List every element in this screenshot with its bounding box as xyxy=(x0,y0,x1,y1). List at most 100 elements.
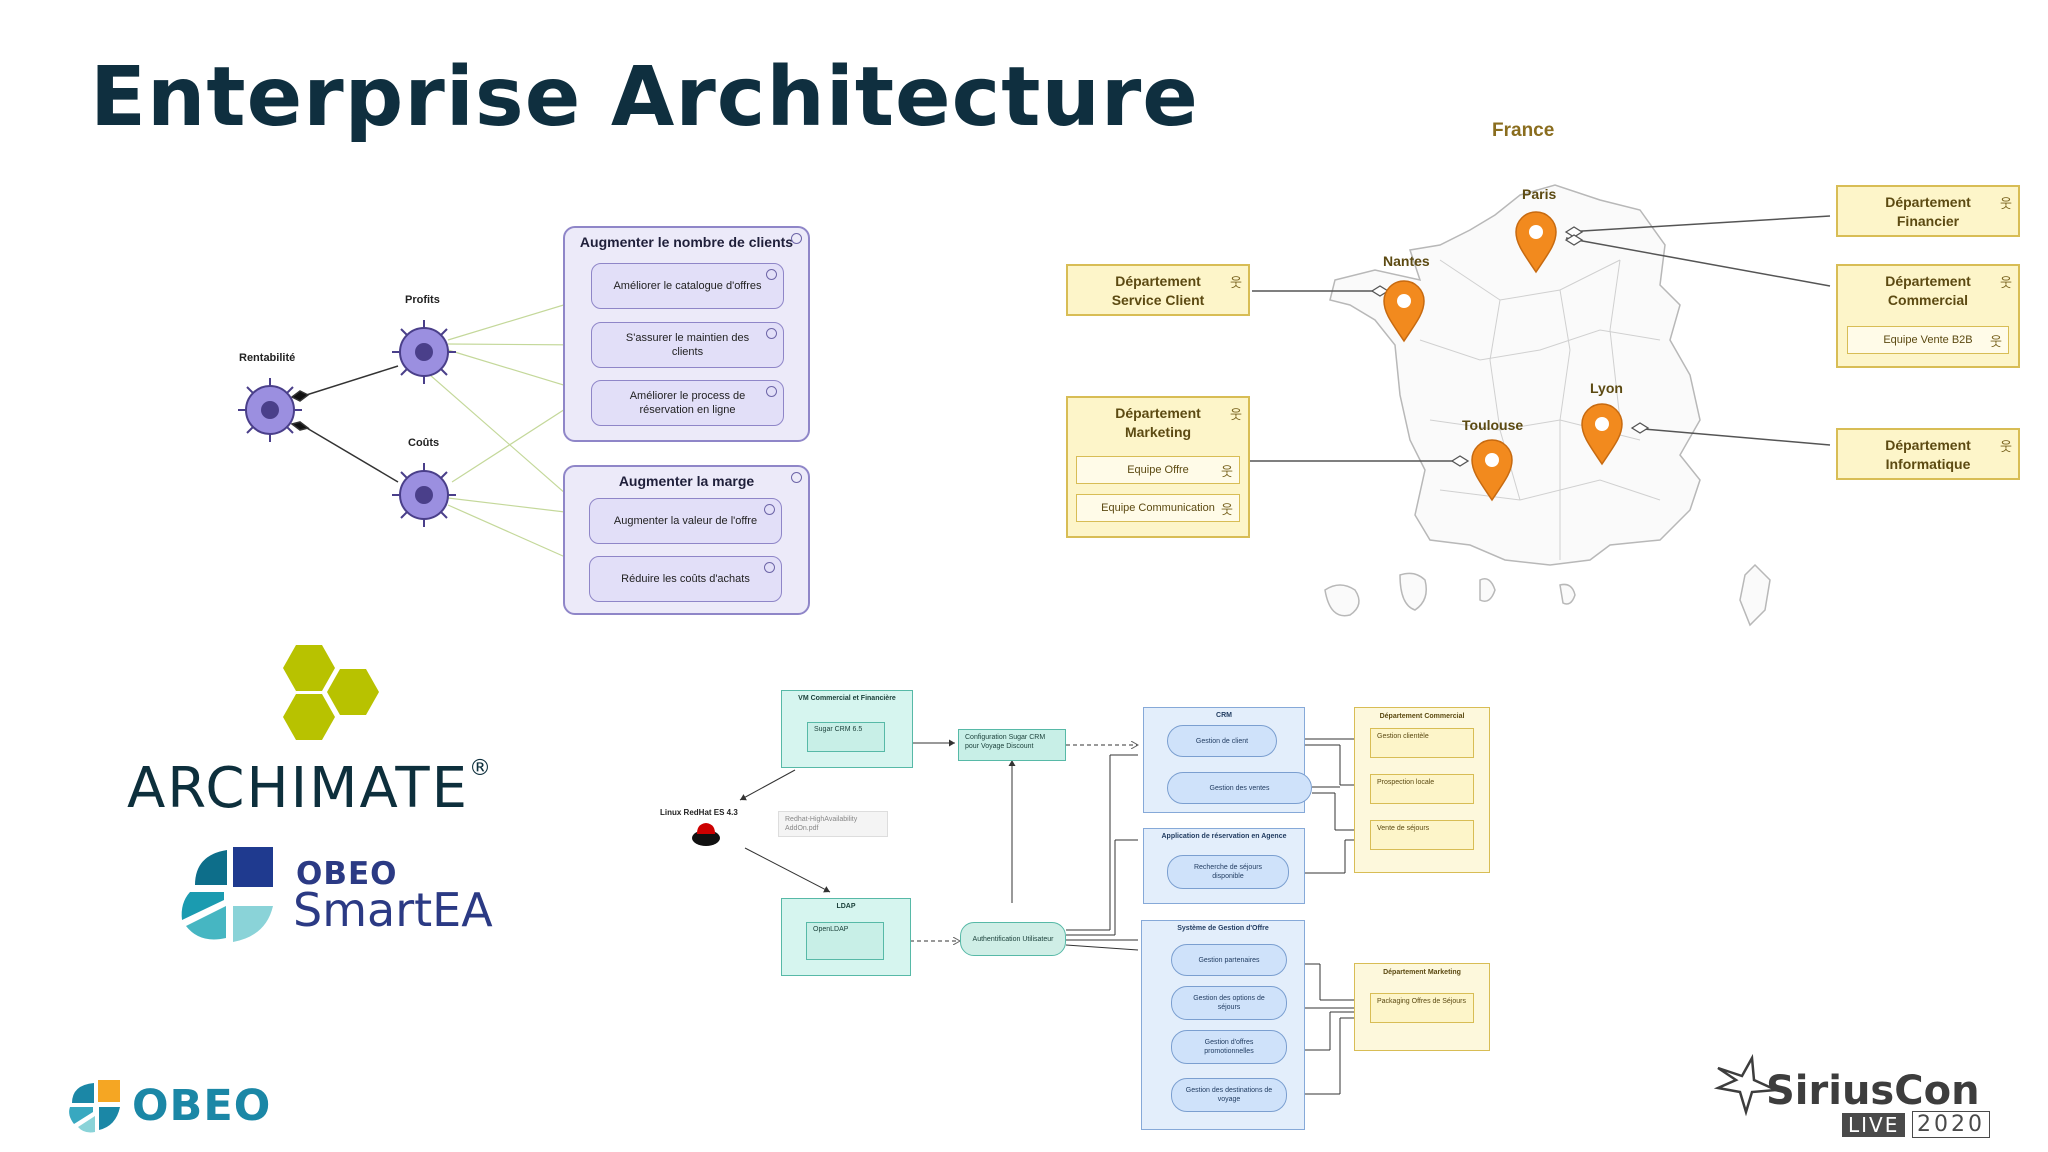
app-service-partenaires-label: Gestion partenaires xyxy=(1198,956,1260,964)
goal-icon xyxy=(764,504,775,515)
business-function-vente-sejours[interactable]: Vente de séjours xyxy=(1370,820,1474,850)
france-map xyxy=(1324,184,1771,627)
business-function-gestion-clientele-label: Gestion clientèle xyxy=(1377,733,1429,740)
goal-maintien[interactable]: S'assurer le maintien des clients xyxy=(591,322,784,368)
artifact-openldap[interactable]: OpenLDAP xyxy=(806,922,884,960)
app-service-promotions[interactable]: Gestion d'offres promotionnelles xyxy=(1171,1030,1287,1064)
team-vente-b2b-label: Equipe Vente B2B xyxy=(1883,334,1973,346)
pin-icon-lyon xyxy=(1581,403,1623,466)
team-vente-b2b[interactable]: Equipe Vente B2B 웃 xyxy=(1847,326,2009,354)
tech-service-auth[interactable]: Authentification Utilisateur xyxy=(960,922,1066,956)
siriuscon-year-badge: 2020 xyxy=(1912,1111,1990,1138)
dept-financier-name: Département Financier xyxy=(1885,194,1971,229)
app-reservation-title: Application de réservation en Agence xyxy=(1161,833,1287,840)
business-function-gestion-clientele[interactable]: Gestion clientèle xyxy=(1370,728,1474,758)
driver-label-rentabilite: Rentabilité xyxy=(239,352,296,364)
pin-icon-toulouse xyxy=(1471,439,1513,502)
obeo-logo-icon xyxy=(69,1080,120,1133)
artifact-redhat-addon[interactable]: Redhat-HighAvailability AddOn.pdf xyxy=(778,811,888,837)
dashed-connectors xyxy=(910,745,1138,941)
artifact-redhat-addon-label: Redhat-HighAvailability AddOn.pdf xyxy=(785,816,858,832)
city-label-paris: Paris xyxy=(1522,186,1557,202)
business-dept-commercial-title: Département Commercial xyxy=(1379,713,1465,720)
app-service-recherche[interactable]: Recherche de séjours disponible xyxy=(1167,855,1289,889)
goal-icon xyxy=(791,472,802,483)
smartea-logo-name: SmartEA xyxy=(293,883,493,937)
goal-valeur-label: Augmenter la valeur de l'offre xyxy=(613,515,758,527)
driver-icon-couts xyxy=(392,463,456,527)
node-vm-title: VM Commercial et Financière xyxy=(798,695,896,702)
artifact-sugar[interactable]: Sugar CRM 6.5 xyxy=(807,722,885,752)
app-service-destinations[interactable]: Gestion des destinations de voyage xyxy=(1171,1078,1287,1112)
business-function-vente-sejours-label: Vente de séjours xyxy=(1377,825,1430,832)
goal-couts[interactable]: Réduire les coûts d'achats xyxy=(589,556,782,602)
app-crm-title: CRM xyxy=(1216,712,1232,719)
actor-icon: 웃 xyxy=(1221,502,1233,517)
goal-valeur[interactable]: Augmenter la valeur de l'offre xyxy=(589,498,782,544)
business-function-packaging-label: Packaging Offres de Séjours xyxy=(1377,998,1466,1005)
app-service-partenaires[interactable]: Gestion partenaires xyxy=(1171,944,1287,976)
goal-icon xyxy=(766,269,777,280)
team-communication[interactable]: Equipe Communication 웃 xyxy=(1076,494,1240,522)
dept-marketing-name: Département Marketing xyxy=(1115,405,1201,440)
dept-informatique[interactable]: Département Informatique 웃 xyxy=(1836,428,2020,480)
goal-process[interactable]: Améliorer le process de réservation en l… xyxy=(591,380,784,426)
dept-service-client[interactable]: Département Service Client 웃 xyxy=(1066,264,1250,316)
driver-label-couts: Coûts xyxy=(408,437,440,449)
pin-icon-paris xyxy=(1515,211,1557,274)
goal-icon xyxy=(766,328,777,339)
actor-icon: 웃 xyxy=(2000,275,2012,290)
goal-group-clients-title: Augmenter le nombre de clients xyxy=(579,234,794,250)
archimate-logo-text: ARCHIMATE® xyxy=(127,756,493,821)
app-service-gestion-ventes[interactable]: Gestion des ventes xyxy=(1167,772,1312,804)
app-offre-title: Système de Gestion d'Offre xyxy=(1177,925,1269,932)
dept-informatique-name: Département Informatique xyxy=(1885,437,1971,472)
app-service-gestion-ventes-label: Gestion des ventes xyxy=(1209,784,1270,792)
driver-icon-profits xyxy=(392,320,456,384)
dept-financier[interactable]: Département Financier 웃 xyxy=(1836,185,2020,237)
actor-icon: 웃 xyxy=(1230,407,1242,422)
dept-service-client-name: Département Service Client xyxy=(1111,273,1205,308)
actor-icon: 웃 xyxy=(1230,275,1242,290)
business-function-packaging[interactable]: Packaging Offres de Séjours xyxy=(1370,993,1474,1023)
goal-process-label: Améliorer le process de réservation en l… xyxy=(629,390,746,416)
map-connectors xyxy=(1250,215,1831,462)
goal-icon xyxy=(791,233,802,244)
archimate-wordmark: ARCHIMATE xyxy=(127,756,470,821)
goal-catalogue[interactable]: Améliorer le catalogue d'offres xyxy=(591,263,784,309)
artifact-sugar-label: Sugar CRM 6.5 xyxy=(814,726,863,733)
archimate-logo-icon xyxy=(283,645,379,740)
map-title: France xyxy=(1492,120,1555,141)
city-label-toulouse: Toulouse xyxy=(1462,417,1524,433)
node-linux-label: Linux RedHat ES 4.3 xyxy=(660,808,738,817)
city-label-lyon: Lyon xyxy=(1590,380,1623,396)
app-service-recherche-label: Recherche de séjours disponible xyxy=(1193,864,1263,880)
business-function-prospection[interactable]: Prospection locale xyxy=(1370,774,1474,804)
goal-group-marge-title: Augmenter la marge xyxy=(618,473,755,489)
artifact-openldap-label: OpenLDAP xyxy=(813,926,849,933)
app-service-gestion-client[interactable]: Gestion de client xyxy=(1167,725,1277,757)
app-service-options[interactable]: Gestion des options de séjours xyxy=(1171,986,1287,1020)
archimate-registered: ® xyxy=(469,756,494,781)
business-function-prospection-label: Prospection locale xyxy=(1377,779,1435,786)
node-ldap-title: LDAP xyxy=(836,903,856,910)
goal-couts-label: Réduire les coûts d'achats xyxy=(621,573,750,585)
smartea-logo-obeo: OBEO xyxy=(296,856,398,892)
tech-service-auth-label: Authentification Utilisateur xyxy=(972,935,1054,943)
smartea-logo-icon xyxy=(181,847,273,942)
actor-icon: 웃 xyxy=(1990,334,2002,349)
redhat-icon xyxy=(692,823,720,846)
actor-icon: 웃 xyxy=(2000,439,2012,454)
team-communication-label: Equipe Communication xyxy=(1101,502,1215,514)
city-label-nantes: Nantes xyxy=(1383,253,1430,269)
app-service-options-label: Gestion des options de séjours xyxy=(1193,995,1265,1011)
map-connector-diamonds xyxy=(1370,226,1650,467)
goal-catalogue-label: Améliorer le catalogue d'offres xyxy=(613,280,762,292)
obeo-footer-logo: OBEO xyxy=(132,1081,272,1131)
dept-commercial-name: Département Commercial xyxy=(1885,273,1971,308)
artifact-config[interactable]: Configuration Sugar CRM pour Voyage Disc… xyxy=(958,729,1066,761)
actor-icon: 웃 xyxy=(2000,196,2012,211)
driver-icon-rentabilite xyxy=(238,378,302,442)
